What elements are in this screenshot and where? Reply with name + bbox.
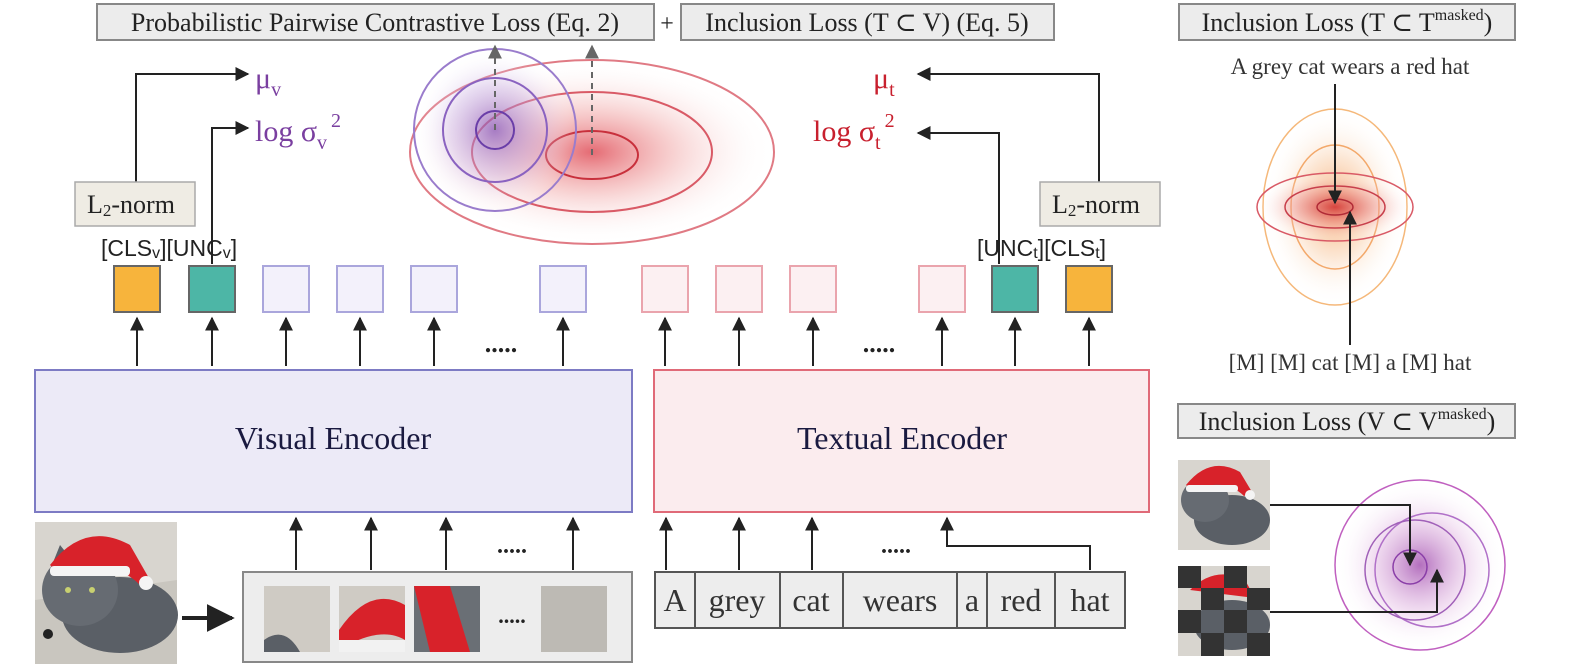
pairwise-loss-label: Probabilistic Pairwise Contrastive Loss … — [131, 8, 619, 37]
word-row-frame — [654, 571, 1126, 629]
patch-ellipsis: ..... — [498, 603, 526, 628]
text-token — [789, 265, 837, 313]
visual-token — [410, 265, 458, 313]
full-image-arrow — [1270, 504, 1417, 567]
l2norm-visual-label: L2-norm — [87, 190, 175, 220]
inclusion-tv-box — [680, 3, 1055, 41]
unc-t-token — [991, 265, 1039, 313]
l2norm-visual-box — [74, 181, 196, 227]
logsigma-v-label: log σv2 — [255, 110, 341, 154]
text-token — [918, 265, 966, 313]
image-patch — [414, 586, 480, 652]
inclusion-t-label: Inclusion Loss (T ⊂ Tmasked) — [1202, 7, 1493, 37]
inclusion-tv-label: Inclusion Loss (T ⊂ V) (Eq. 5) — [705, 8, 1028, 37]
l2norm-textual-label: L2-norm — [1052, 190, 1140, 220]
cls-unc-visual-label: [CLSv][UNCv] — [101, 235, 237, 262]
visual-token-ellipsis: ..... — [485, 329, 518, 358]
masked-image-distribution-mid — [1374, 512, 1490, 628]
visual-encoder-label: Visual Encoder — [235, 420, 432, 456]
pairwise-loss-box — [96, 3, 655, 41]
logsigma-t-arrow — [916, 126, 1000, 264]
unc-cls-textual-label: [UNCt][CLSt] — [977, 235, 1106, 262]
plus-sign: + — [660, 11, 674, 37]
masked-image-thumbnail — [1178, 566, 1270, 656]
textual-outputs: μt log σt2 L2-norm [UNCt][CLSt] — [813, 62, 1161, 264]
mu-v-label: μv — [255, 62, 281, 101]
visual-distribution-core — [475, 110, 515, 150]
word-token: A — [663, 582, 686, 618]
logsigma-t-label: log σt2 — [813, 110, 895, 154]
text-token — [715, 265, 763, 313]
image-patch — [264, 586, 330, 652]
word-token: a — [965, 582, 979, 618]
textual-encoder-label: Textual Encoder — [797, 420, 1007, 456]
inclusion-text-panel: Inclusion Loss (T ⊂ Tmasked) A grey cat … — [1178, 3, 1516, 375]
inclusion-v-box — [1177, 403, 1516, 439]
full-image-thumbnail — [1178, 460, 1270, 550]
unc-v-token — [188, 265, 236, 313]
visual-distribution-mid — [442, 77, 548, 183]
cls-v-token — [113, 265, 161, 313]
encoder-to-token-arrows — [130, 316, 1096, 366]
caption-full: A grey cat wears a red hat — [1231, 54, 1470, 79]
word-token: red — [1001, 582, 1042, 618]
word-token: grey — [709, 582, 766, 618]
word-arrow-ellipsis: ..... — [881, 533, 911, 559]
visual-outputs: μv log σv2 L2-norm [CLSv][UNCv] — [74, 62, 341, 264]
mu-t-label: μt — [873, 62, 895, 101]
image-patch — [339, 586, 405, 652]
text-token — [641, 265, 689, 313]
visual-token — [336, 265, 384, 313]
textual-encoder — [653, 369, 1150, 513]
inclusion-v-label: Inclusion Loss (V ⊂ Vmasked) — [1199, 406, 1496, 436]
inclusion-t-box — [1178, 3, 1516, 41]
word-token: cat — [792, 582, 829, 618]
logsigma-v-arrow — [211, 121, 250, 264]
cls-t-token — [1065, 265, 1113, 313]
mu-t-arrow — [916, 67, 1100, 182]
word-token: wears — [863, 582, 938, 618]
masked-image-arrow — [1270, 568, 1444, 613]
l2norm-textual-box — [1039, 181, 1161, 227]
visual-token — [262, 265, 310, 313]
inclusion-visual-panel: Inclusion Loss (V ⊂ Vmasked) — [1177, 403, 1516, 656]
patch-arrow-ellipsis: ..... — [497, 533, 527, 559]
caption-masked: [M] [M] cat [M] a [M] hat — [1229, 350, 1472, 375]
cat-image — [35, 522, 178, 664]
token-row: ..... ..... — [113, 265, 1113, 358]
visual-token — [539, 265, 587, 313]
word-token: hat — [1070, 582, 1109, 618]
visual-encoder — [34, 369, 633, 513]
patch-strip: ..... — [242, 571, 633, 663]
loss-header: Probabilistic Pairwise Contrastive Loss … — [96, 3, 1055, 41]
full-image-distribution-mid — [1364, 519, 1466, 621]
mu-v-arrow — [135, 67, 250, 182]
input-to-encoder-arrows — [289, 516, 1091, 570]
word-row: A grey cat wears a red hat — [654, 571, 1126, 629]
embedding-distributions — [409, 44, 775, 245]
image-patch — [541, 586, 607, 652]
text-token-ellipsis: ..... — [863, 329, 896, 358]
